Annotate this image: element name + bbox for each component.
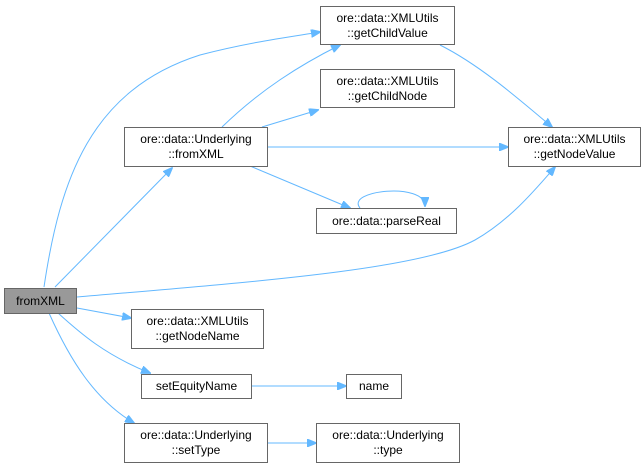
edge-fromxml-getchildvalue — [43, 32, 320, 288]
node-label-line1: ore::data::XMLUtils — [523, 132, 626, 146]
node-label-line1: ore::data::XMLUtils — [336, 73, 439, 88]
node-label-line2: ::getNodeValue — [533, 147, 616, 161]
edge-fromxml-underlying-fromxml — [54, 168, 172, 288]
node-label-line1: ore::data::Underlying — [140, 428, 252, 442]
node-parsereal[interactable]: ore::data::parseReal — [316, 208, 457, 234]
node-label-line2: ::setType — [171, 443, 221, 457]
node-label-line1: ore::data::Underlying — [140, 132, 252, 146]
node-label-line2: ::fromXML — [168, 147, 224, 161]
node-label-line1: ore::data::Underlying — [332, 428, 444, 442]
node-type[interactable]: ore::data::Underlying ::type — [316, 423, 460, 463]
node-getnodevalue[interactable]: ore::data::XMLUtils ::getNodeValue — [508, 127, 641, 167]
node-getchildnode[interactable]: ore::data::XMLUtils ::getChildNode — [320, 69, 455, 108]
edge-parsereal-self — [357, 190, 425, 209]
edge-fromxml-settype — [48, 312, 134, 423]
node-label-line1: ore::data::XMLUtils — [336, 10, 439, 25]
node-getnodename[interactable]: ore::data::XMLUtils ::getNodeName — [131, 309, 264, 349]
node-label-line1: ore::data::XMLUtils — [146, 314, 249, 328]
edge-getchildvalue-getnodevalue — [439, 44, 552, 127]
edge-fromxml-setequityname — [57, 312, 150, 373]
node-label-line1: name — [358, 379, 390, 393]
node-root-fromxml: fromXML — [4, 288, 77, 314]
node-label-line1: ore::data::parseReal — [332, 213, 441, 228]
edge-underlying-getchildvalue — [221, 45, 340, 128]
node-name[interactable]: name — [346, 374, 402, 399]
edge-underlying-getchildnode — [261, 110, 318, 128]
node-setequityname[interactable]: setEquityName — [141, 374, 252, 399]
node-settype[interactable]: ore::data::Underlying ::setType — [124, 423, 268, 463]
node-label-line2: ::type — [373, 443, 403, 457]
node-label-line1: fromXML — [16, 293, 65, 308]
node-underlying-fromxml[interactable]: ore::data::Underlying ::fromXML — [124, 127, 268, 167]
node-getchildvalue[interactable]: ore::data::XMLUtils ::getChildValue — [320, 6, 455, 45]
node-label-line2: ::getChildValue — [347, 25, 428, 40]
edge-fromxml-getnodevalue — [76, 167, 555, 298]
node-label-line2: ::getNodeName — [155, 329, 240, 343]
edge-underlying-parsereal — [249, 165, 350, 208]
node-label-line2: ::getChildNode — [347, 88, 428, 103]
node-label-line1: setEquityName — [155, 379, 238, 393]
edge-fromxml-getnodename — [76, 307, 131, 318]
